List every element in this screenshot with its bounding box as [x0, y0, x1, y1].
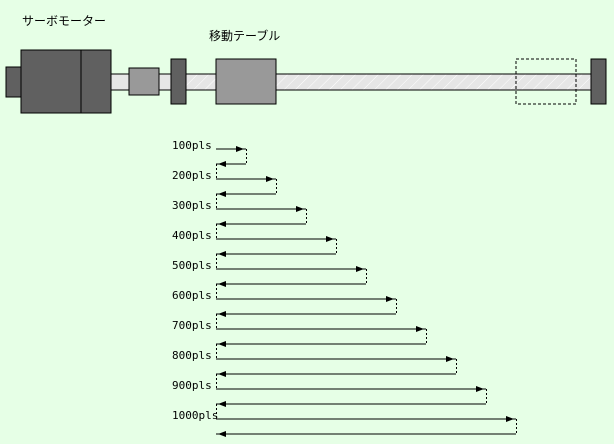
motor-label: サーボモーター	[22, 14, 106, 28]
forward-arrow	[476, 386, 484, 392]
coupling	[128, 67, 160, 96]
forward-arrow	[326, 236, 334, 242]
bearing-right	[590, 58, 607, 105]
motor-flange	[80, 49, 112, 114]
move-label: 900pls	[172, 379, 212, 392]
return-arrow	[218, 161, 226, 167]
bearing-left	[170, 58, 187, 105]
forward-arrow	[416, 326, 424, 332]
forward-arrow	[386, 296, 394, 302]
forward-arrow	[356, 266, 364, 272]
return-arrow	[218, 251, 226, 257]
move-label: 500pls	[172, 259, 212, 272]
table-end-position	[515, 58, 577, 105]
move-label: 400pls	[172, 229, 212, 242]
return-arrow	[218, 281, 226, 287]
motor-body	[20, 49, 82, 114]
move-sequence: 100pls 200pls 300pls 400pls 500pls 600pls 700p…	[172, 139, 517, 437]
forward-arrow	[296, 206, 304, 212]
forward-arrow	[506, 416, 514, 422]
move-label: 300pls	[172, 199, 212, 212]
move-label: 200pls	[172, 169, 212, 182]
return-arrow	[218, 221, 226, 227]
return-arrow	[218, 371, 226, 377]
move-label: 700pls	[172, 319, 212, 332]
table-label: 移動テーブル	[209, 28, 280, 43]
forward-arrow	[266, 176, 274, 182]
forward-arrow	[236, 146, 244, 152]
return-arrow	[218, 431, 226, 437]
moving-table	[215, 58, 277, 105]
return-arrow	[218, 341, 226, 347]
return-arrow	[218, 401, 226, 407]
return-arrow	[218, 191, 226, 197]
forward-arrow	[446, 356, 454, 362]
move-label: 600pls	[172, 289, 212, 302]
move-label: 800pls	[172, 349, 212, 362]
motor-rear	[5, 66, 22, 98]
move-label: 1000pls	[172, 409, 218, 422]
move-label: 100pls	[172, 139, 212, 152]
return-arrow	[218, 311, 226, 317]
